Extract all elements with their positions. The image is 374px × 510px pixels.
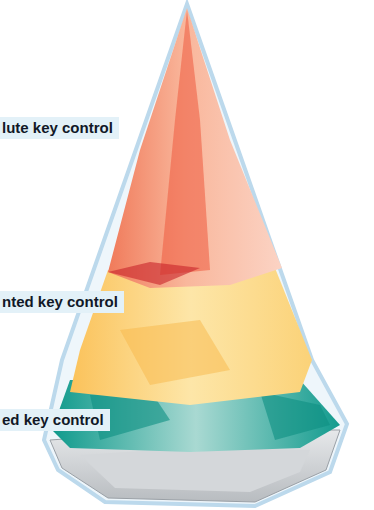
band-facet [260,392,330,440]
band-label: nted key control [0,291,124,313]
band-facet [120,320,230,385]
cone-facet [160,10,210,275]
band-label: ed key control [0,409,110,431]
base-face [80,448,310,492]
pyramid-band [70,268,312,405]
band-label: lute key control [0,117,119,139]
cone-facet [108,262,200,285]
pyramid-band [108,8,282,288]
